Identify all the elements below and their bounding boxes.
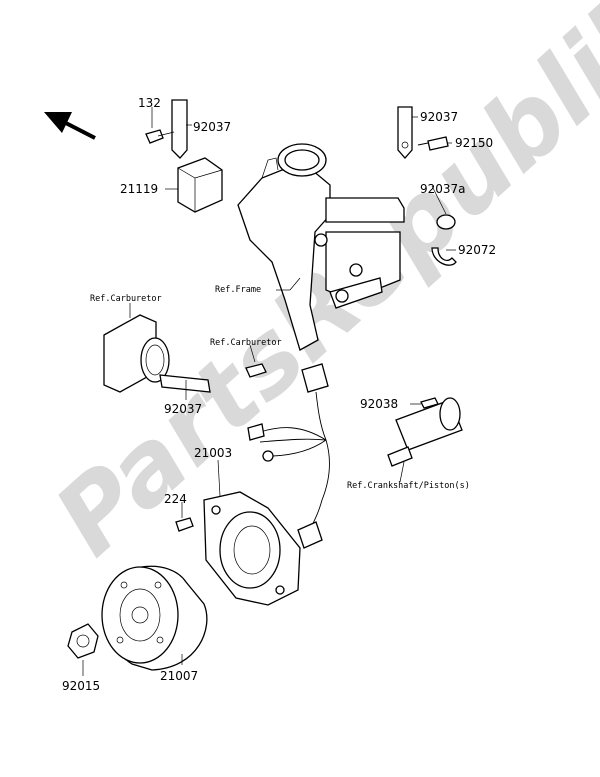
cdi-unit [145,99,223,213]
ref-frame: Ref.Frame [215,285,261,295]
label-224: 224 [164,492,187,506]
bolt-carburetor [245,363,267,378]
watermark: PartsRepublik [33,0,600,578]
label-92037-top-left: 92037 [193,120,231,134]
label-92037-mid: 92037 [164,402,202,416]
ref-carburetor-right: Ref.Carburetor [210,338,282,348]
label-92037-top-right: 92037 [420,110,458,124]
label-21003: 21003 [194,446,232,460]
leader-lines [82,107,456,676]
nut [67,623,99,659]
label-21007: 21007 [160,669,198,683]
arrow-icon [44,112,96,140]
wiring-harness [247,363,330,549]
frame [237,143,405,351]
bracket-top-right [397,106,449,159]
clamps [431,214,457,266]
crankshaft [387,397,463,467]
label-132: 132 [138,96,161,110]
label-92037a: 92037a [420,182,466,196]
stator [175,491,301,606]
rotor [101,565,208,671]
ref-carburetor-left: Ref.Carburetor [90,294,162,304]
label-92150: 92150 [455,136,493,150]
ref-crankshaft: Ref.Crankshaft/Piston(s) [347,481,470,491]
label-92038: 92038 [360,397,398,411]
label-21119: 21119 [120,182,158,196]
carburetor-insulator [103,314,211,393]
label-92015: 92015 [62,679,100,693]
label-92072: 92072 [458,243,496,257]
